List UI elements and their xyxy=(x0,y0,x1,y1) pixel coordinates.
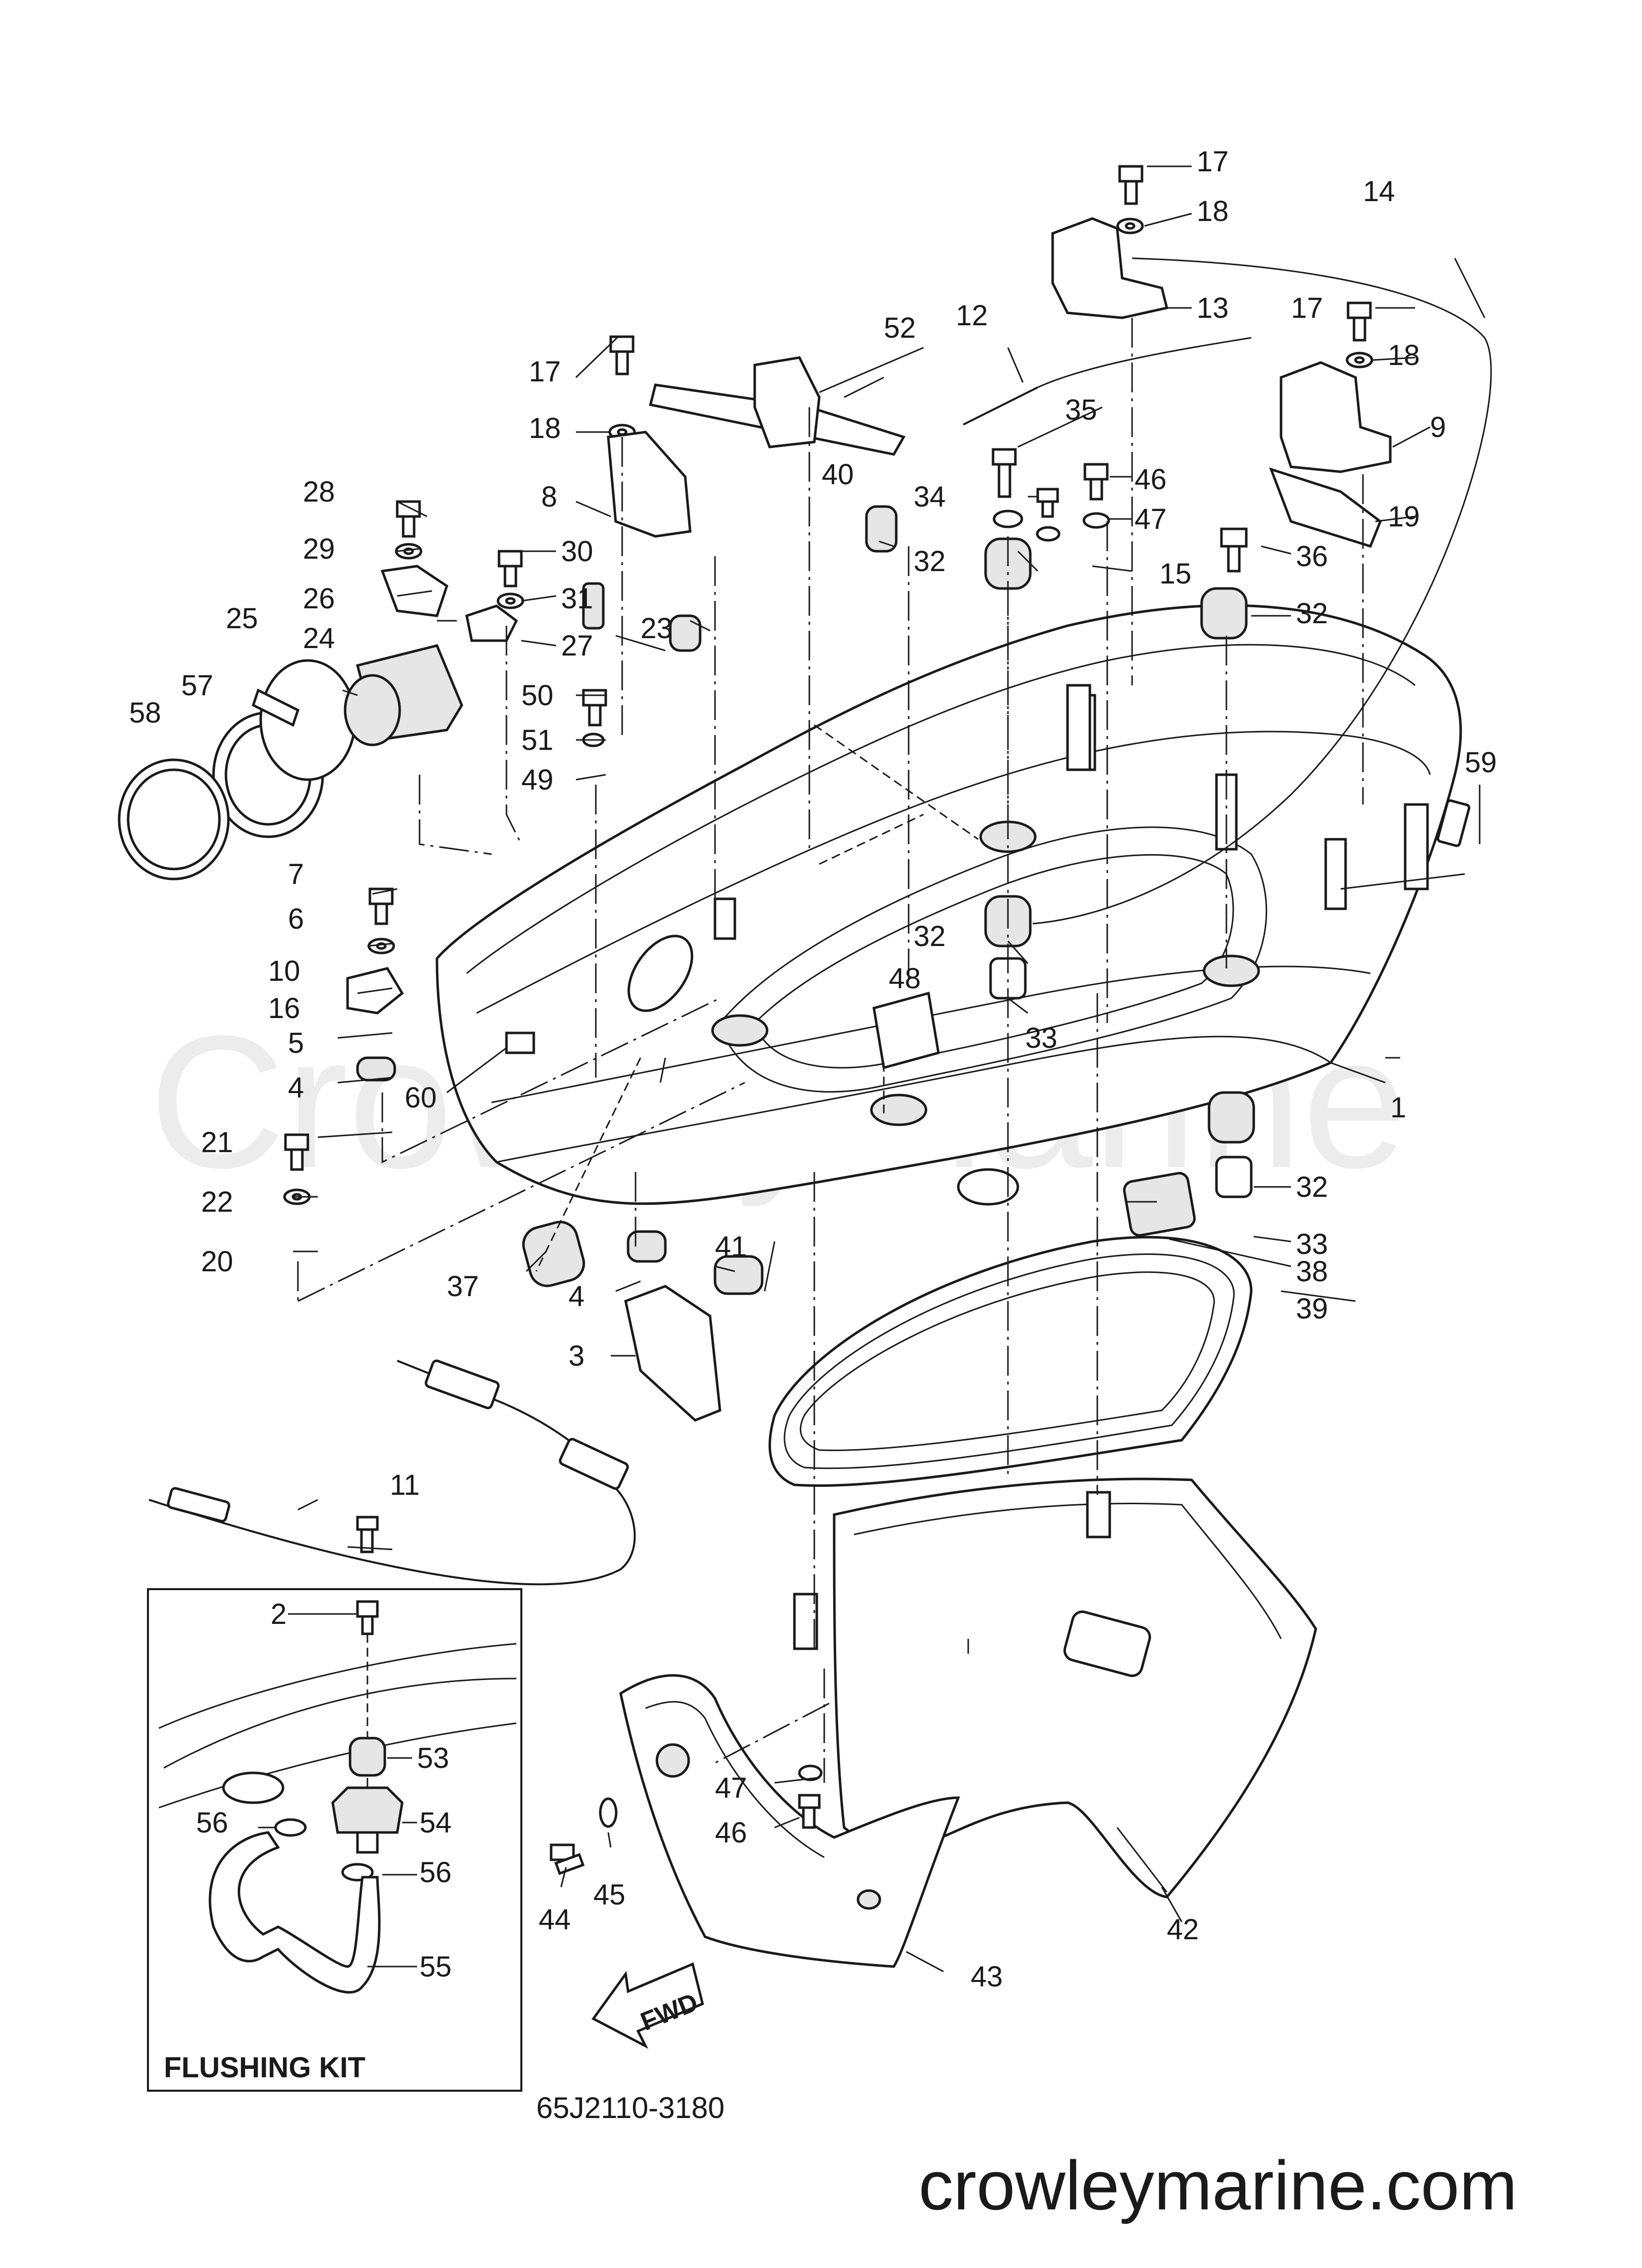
callout-3: 3 xyxy=(569,1340,584,1372)
callout-42: 42 xyxy=(1167,1913,1199,1946)
callout-26: 26 xyxy=(303,583,335,615)
callout-4b: 4 xyxy=(569,1280,584,1313)
callout-14: 14 xyxy=(1363,175,1395,208)
callout-6: 6 xyxy=(288,903,304,935)
callout-15: 15 xyxy=(1159,558,1192,590)
seal-gasket-39 xyxy=(768,1236,1253,1487)
callout-32d: 32 xyxy=(1296,1171,1328,1203)
callout-56a: 56 xyxy=(196,1807,228,1839)
callout-4a: 4 xyxy=(288,1072,304,1104)
callout-30: 30 xyxy=(561,535,593,568)
callout-36: 36 xyxy=(1296,540,1328,573)
callout-56b: 56 xyxy=(420,1856,452,1889)
callout-38: 38 xyxy=(1296,1255,1328,1288)
drawing-code: 65J2110-3180 xyxy=(536,2091,725,2124)
cable-11 xyxy=(148,1479,636,1586)
callout-20: 20 xyxy=(201,1245,233,1278)
apron-42 xyxy=(793,1477,1317,1899)
callout-37: 37 xyxy=(447,1270,479,1303)
callout-50: 50 xyxy=(521,679,554,712)
callout-55: 55 xyxy=(420,1951,452,1983)
callout-58: 58 xyxy=(129,697,161,729)
callout-32c: 32 xyxy=(914,920,946,952)
callout-46b: 46 xyxy=(715,1817,747,1849)
callout-7: 7 xyxy=(288,858,304,890)
callout-29: 29 xyxy=(303,533,335,565)
callout-23: 23 xyxy=(641,612,673,645)
callout-19: 19 xyxy=(1388,501,1420,533)
callout-24: 24 xyxy=(303,622,335,655)
callout-41: 41 xyxy=(715,1231,747,1263)
callout-10: 10 xyxy=(268,955,300,987)
bolt-icon xyxy=(284,165,1372,1875)
callout-35: 35 xyxy=(1065,394,1097,426)
dash-lines xyxy=(297,318,1364,1783)
latch-bracket-icon xyxy=(346,217,1392,1422)
callout-27: 27 xyxy=(561,630,593,662)
callout-31: 31 xyxy=(561,583,593,615)
callout-2: 2 xyxy=(271,1598,286,1630)
site-url: crowleymarine.com xyxy=(919,2146,1517,2224)
flushing-kit-title: FLUSHING KIT xyxy=(164,2051,365,2084)
callout-52: 52 xyxy=(884,312,916,344)
callout-57: 57 xyxy=(181,669,214,702)
decal-60 xyxy=(505,1031,535,1054)
callout-18c: 18 xyxy=(529,412,561,444)
callout-49: 49 xyxy=(521,764,554,796)
callout-33a: 33 xyxy=(1025,1022,1058,1054)
lever-52 xyxy=(648,356,906,456)
fwd-arrow-icon: FWD xyxy=(591,1962,704,2049)
callout-5: 5 xyxy=(288,1027,304,1059)
callout-32a: 32 xyxy=(914,545,946,578)
callout-labels: 1 2 3 4 4 5 6 7 8 9 10 11 12 13 14 15 16… xyxy=(129,146,1497,1993)
callout-43: 43 xyxy=(971,1961,1003,1993)
callout-18a: 18 xyxy=(1197,195,1229,227)
callout-54: 54 xyxy=(420,1807,452,1839)
spring-12 xyxy=(963,386,1038,426)
hose-clamp-icon xyxy=(118,644,463,880)
callout-17a: 17 xyxy=(1197,146,1229,178)
callout-39: 39 xyxy=(1296,1293,1328,1325)
callout-60: 60 xyxy=(405,1082,437,1114)
callout-28: 28 xyxy=(303,476,335,508)
callout-13: 13 xyxy=(1197,292,1229,324)
leader-lines xyxy=(293,165,1486,1973)
callout-32b: 32 xyxy=(1296,597,1328,630)
callout-40: 40 xyxy=(822,458,854,491)
grommet-icon xyxy=(356,505,1255,1295)
callout-18b: 18 xyxy=(1388,339,1420,371)
flushing-kit-inset xyxy=(147,1588,522,2092)
callout-48: 48 xyxy=(889,962,921,995)
callout-9: 9 xyxy=(1430,411,1446,443)
callout-1: 1 xyxy=(1390,1092,1406,1124)
callout-16: 16 xyxy=(268,992,300,1024)
callout-11: 11 xyxy=(390,1469,420,1501)
callout-25: 25 xyxy=(226,602,258,635)
cable-14 xyxy=(1032,257,1492,925)
callout-47b: 47 xyxy=(715,1772,747,1804)
callout-53: 53 xyxy=(417,1742,449,1774)
callout-17c: 17 xyxy=(529,356,561,388)
callout-8: 8 xyxy=(541,481,557,513)
callout-22: 22 xyxy=(201,1186,233,1218)
callout-44: 44 xyxy=(539,1903,571,1936)
callout-17b: 17 xyxy=(1291,292,1323,324)
callout-33b: 33 xyxy=(1296,1228,1328,1260)
callout-59: 59 xyxy=(1465,746,1497,779)
callout-12: 12 xyxy=(956,299,988,332)
decal-59 xyxy=(1436,799,1471,847)
callout-45: 45 xyxy=(593,1879,626,1911)
callout-47a: 47 xyxy=(1135,503,1167,535)
callout-51: 51 xyxy=(521,724,554,756)
callout-21: 21 xyxy=(201,1126,233,1159)
callout-34: 34 xyxy=(914,481,946,513)
callout-46a: 46 xyxy=(1135,463,1167,496)
washer-icon xyxy=(283,218,1373,1828)
pad-38 xyxy=(1123,1171,1196,1237)
